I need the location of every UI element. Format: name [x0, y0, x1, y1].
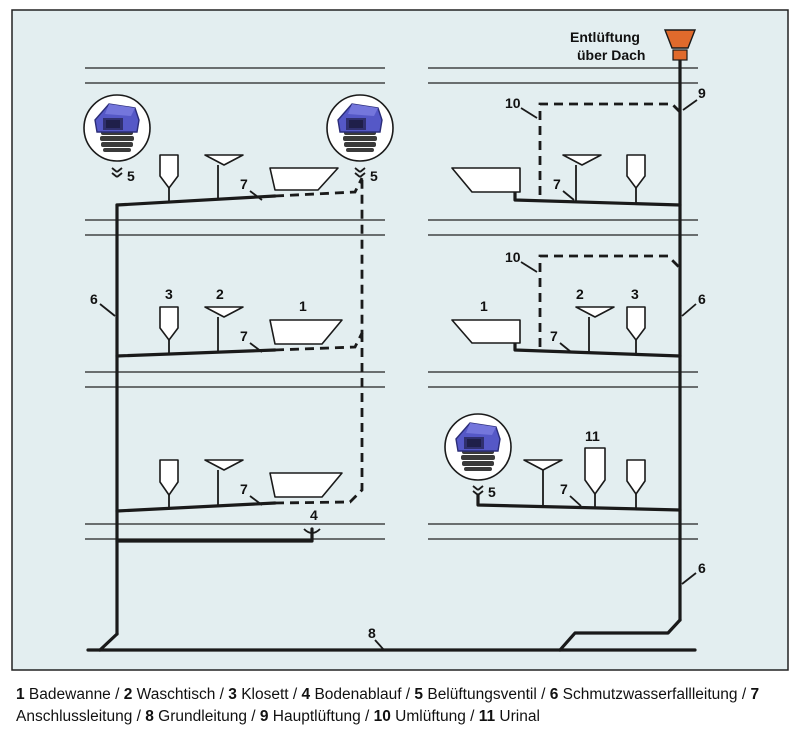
legend-text: Bodenablauf / — [310, 686, 415, 703]
legend-text: Anschlussleitung / — [16, 708, 146, 725]
label-10: 10 — [505, 249, 521, 265]
label-8: 8 — [368, 625, 376, 641]
legend-num: 8 — [145, 708, 154, 725]
legend-num: 11 — [478, 708, 496, 725]
legend-text: Klosett / — [236, 686, 302, 703]
label-2: 2 — [576, 286, 584, 302]
legend-num: 1 — [16, 686, 25, 703]
label-5: 5 — [127, 168, 135, 184]
label-3: 3 — [631, 286, 639, 302]
label-11: 11 — [585, 428, 600, 444]
label-4: 4 — [310, 507, 318, 523]
label-7: 7 — [553, 176, 561, 192]
right-stack — [444, 29, 697, 622]
label-2: 2 — [216, 286, 224, 302]
legend-num: 9 — [259, 708, 269, 725]
legend-text: Waschtisch / — [132, 686, 229, 703]
legend-num: 6 — [549, 686, 559, 703]
legend-num: 7 — [750, 686, 760, 703]
legend-text: Belüftungsventil / — [423, 686, 550, 703]
vent-label-line2: über Dach — [577, 47, 645, 63]
label-5: 5 — [488, 484, 496, 500]
ventilation-valve-icon — [83, 94, 151, 162]
legend-text: Hauptlüftung / — [268, 708, 374, 725]
label-3: 3 — [165, 286, 173, 302]
label-7: 7 — [560, 481, 568, 497]
legend-num: 2 — [123, 686, 133, 703]
vent-label-line1: Entlüftung — [570, 29, 640, 45]
legend: 1 Badewanne / 2 Waschtisch / 3 Klosett /… — [16, 684, 791, 728]
label-7: 7 — [240, 176, 248, 192]
label-5: 5 — [370, 168, 378, 184]
legend-num: 3 — [228, 686, 237, 703]
legend-num: 4 — [301, 686, 311, 703]
legend-text: Grundleitung / — [153, 708, 260, 725]
legend-num: 10 — [373, 708, 391, 725]
callout-labels: Entlüftung über Dach 5 5 5 7 7 7 7 7 7 3… — [90, 29, 706, 651]
label-7: 7 — [240, 328, 248, 344]
floor-slabs — [85, 67, 698, 540]
label-7: 7 — [550, 328, 558, 344]
label-6: 6 — [698, 560, 706, 576]
legend-text: Badewanne / — [24, 686, 124, 703]
ventilation-valve-icon — [326, 94, 394, 162]
label-1: 1 — [299, 298, 307, 314]
legend-text: Umlüftung / — [390, 708, 479, 725]
label-6: 6 — [698, 291, 706, 307]
label-7: 7 — [240, 481, 248, 497]
legend-text: Urinal — [495, 708, 540, 725]
label-6: 6 — [90, 291, 98, 307]
left-stack — [83, 94, 394, 636]
legend-text: Schmutzwasserfallleitung / — [558, 686, 751, 703]
legend-num: 5 — [414, 686, 424, 703]
label-10: 10 — [505, 95, 521, 111]
label-1: 1 — [480, 298, 488, 314]
label-9: 9 — [698, 85, 706, 101]
roof-vent-icon — [663, 29, 697, 49]
ventilation-valve-icon — [444, 413, 512, 481]
ground-pipe — [86, 618, 697, 652]
